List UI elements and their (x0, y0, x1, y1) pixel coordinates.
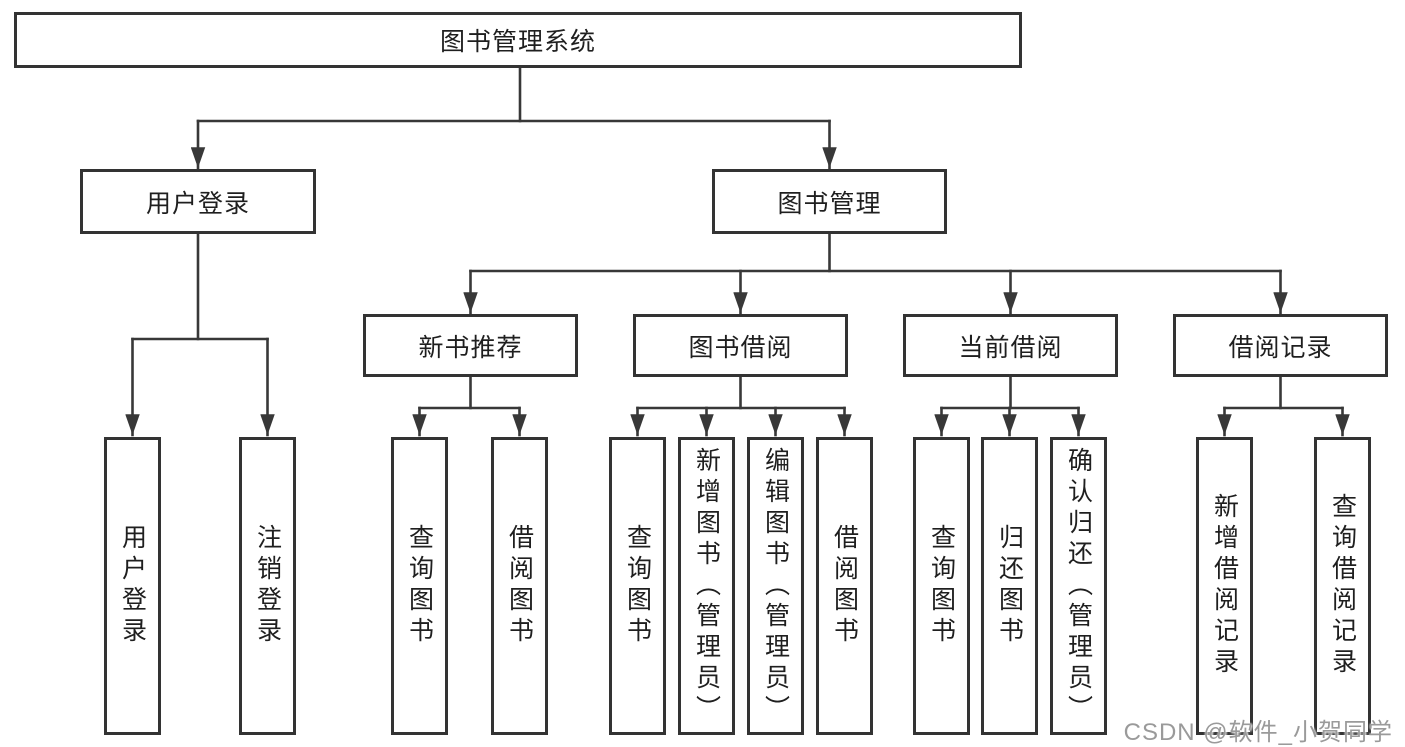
leaf-borrow-books-borrowing: 借阅图书 (816, 437, 873, 735)
leaf-add-book-admin: 新增图书（管理员） (678, 437, 735, 735)
leaf-query-books-borrowing: 查询图书 (609, 437, 666, 735)
node-user-login: 用户登录 (80, 169, 316, 234)
leaf-logout: 注销登录 (239, 437, 296, 735)
leaf-add-borrow-record: 新增借阅记录 (1196, 437, 1253, 735)
node-borrowing-records: 借阅记录 (1173, 314, 1388, 377)
node-library-management-system: 图书管理系统 (14, 12, 1022, 68)
leaf-query-books-recommend: 查询图书 (391, 437, 448, 735)
leaf-query-borrow-record: 查询借阅记录 (1314, 437, 1371, 735)
node-new-book-recommendation: 新书推荐 (363, 314, 578, 377)
node-book-management: 图书管理 (712, 169, 947, 234)
node-current-borrowing: 当前借阅 (903, 314, 1118, 377)
leaf-borrow-books-recommend: 借阅图书 (491, 437, 548, 735)
watermark: CSDN @软件_小贺同学 (1123, 719, 1393, 746)
leaf-return-book: 归还图书 (981, 437, 1038, 735)
leaf-user-login: 用户登录 (104, 437, 161, 735)
leaf-confirm-return-admin: 确认归还（管理员） (1050, 437, 1107, 735)
leaf-edit-book-admin: 编辑图书（管理员） (747, 437, 804, 735)
node-book-borrowing: 图书借阅 (633, 314, 848, 377)
leaf-query-books-current: 查询图书 (913, 437, 970, 735)
